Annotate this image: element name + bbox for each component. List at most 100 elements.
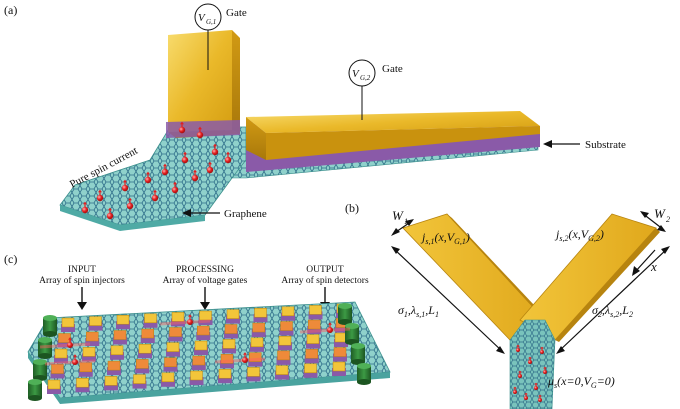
panel-b: (b) W 1 W 2 x js,1(x,VG,1) js,2(x,VG,2) xyxy=(345,201,670,409)
down-arrows xyxy=(81,287,326,304)
spin-injector-icon xyxy=(351,343,365,365)
voltage-gate xyxy=(276,350,291,365)
voltage-gate xyxy=(88,316,103,331)
voltage-gate xyxy=(218,368,232,384)
spin-icon xyxy=(96,189,104,202)
spin-icon xyxy=(67,337,73,348)
voltage-gate xyxy=(54,348,68,363)
svg-text:x: x xyxy=(650,259,657,274)
spin-icon xyxy=(538,394,542,402)
panel-a-label: (a) xyxy=(4,3,17,17)
voltage-gate xyxy=(248,352,263,367)
voltage-gate xyxy=(50,364,65,379)
input-subtitle: Array of spin injectors xyxy=(39,275,125,286)
svg-text:W: W xyxy=(392,208,404,223)
injector-detector-array xyxy=(28,303,371,401)
voltage-gate xyxy=(220,354,234,369)
spin-icon xyxy=(196,126,204,139)
substrate-label: Substrate xyxy=(585,139,626,151)
spin-icon xyxy=(516,344,520,352)
spin-icon xyxy=(206,161,214,174)
voltage-gate xyxy=(135,359,150,374)
spin-icon xyxy=(81,201,89,214)
voltage-gate xyxy=(194,340,208,355)
voltage-gate xyxy=(104,376,118,391)
spin-icon xyxy=(518,370,522,378)
spin-icon xyxy=(151,189,159,202)
spin-icon xyxy=(528,356,532,364)
input-title: INPUT xyxy=(68,265,96,275)
panel-a: (a) V G,1 Gate V xyxy=(4,3,626,231)
voltage-gate xyxy=(161,372,175,387)
svg-text:2: 2 xyxy=(666,215,670,224)
processing-subtitle: Array of voltage gates xyxy=(163,275,248,286)
voltage-gate xyxy=(196,325,211,340)
voltage-gate xyxy=(132,374,147,389)
voltage-gate xyxy=(333,347,347,362)
spin-icon xyxy=(106,207,114,220)
voltmeter-2-icon xyxy=(348,59,376,87)
voltage-gate xyxy=(332,361,346,376)
spin-injector-icon xyxy=(38,337,52,359)
voltage-gate xyxy=(222,339,236,354)
voltage-gate xyxy=(191,355,206,370)
spin-icon xyxy=(524,392,528,400)
spin-icon xyxy=(126,197,134,210)
stem-spins xyxy=(513,344,547,402)
voltage-gate xyxy=(171,312,185,327)
spin-icon xyxy=(327,322,333,333)
voltage-gate xyxy=(304,348,319,364)
voltage-gate xyxy=(250,337,264,352)
js2-label: js,2(x,VG,2) xyxy=(554,227,604,243)
spin-injector-icon xyxy=(345,323,359,345)
spin-icon xyxy=(513,386,517,394)
x-axis-arrow xyxy=(634,249,656,273)
voltage-gate xyxy=(303,363,318,378)
params2-label: σ2,λs,2,L2 xyxy=(592,303,633,319)
voltage-gate xyxy=(75,377,90,393)
voltage-gate xyxy=(116,314,130,330)
voltage-gate xyxy=(163,357,178,372)
voltage-gate xyxy=(281,306,295,321)
output-subtitle: Array of spin detectors xyxy=(281,275,369,286)
voltage-gate xyxy=(110,345,124,360)
spin-icon xyxy=(178,121,186,134)
voltage-gate xyxy=(198,310,213,325)
spin-injector-icon xyxy=(33,359,47,381)
voltage-gate xyxy=(251,322,266,337)
spin-icon xyxy=(161,163,169,176)
spin-icon xyxy=(543,366,547,374)
voltage-gate xyxy=(138,343,152,359)
spin-icon xyxy=(191,169,199,182)
voltage-gate xyxy=(82,347,96,362)
gate-array xyxy=(47,303,350,394)
voltage-gate xyxy=(279,321,294,336)
voltage-gate xyxy=(61,317,75,332)
voltage-gate xyxy=(253,307,268,323)
spin-injector-icon xyxy=(28,379,42,401)
voltage-gate xyxy=(246,367,261,382)
voltage-gate xyxy=(226,309,240,324)
voltage-gate xyxy=(85,331,100,346)
spin-icon xyxy=(72,354,78,365)
params1-label: σ1,λs,1,L1 xyxy=(398,303,439,319)
panel-b-label: (b) xyxy=(345,201,359,215)
svg-text:V: V xyxy=(352,68,360,80)
voltage-gate xyxy=(308,305,323,320)
board-spins xyxy=(39,314,351,366)
voltage-gate xyxy=(189,370,204,385)
gate-1-label: Gate xyxy=(226,7,247,19)
voltage-gate xyxy=(107,360,121,376)
voltage-gate xyxy=(168,327,183,342)
spin-icon xyxy=(534,382,538,390)
output-title: OUTPUT xyxy=(306,265,344,275)
gate-2-label: Gate xyxy=(382,63,403,75)
svg-text:V: V xyxy=(198,12,206,24)
spin-particles xyxy=(81,121,232,220)
voltage-gate xyxy=(166,342,180,357)
graphene-stem xyxy=(509,319,556,409)
voltage-gate xyxy=(78,362,93,377)
spin-icon xyxy=(211,143,219,156)
